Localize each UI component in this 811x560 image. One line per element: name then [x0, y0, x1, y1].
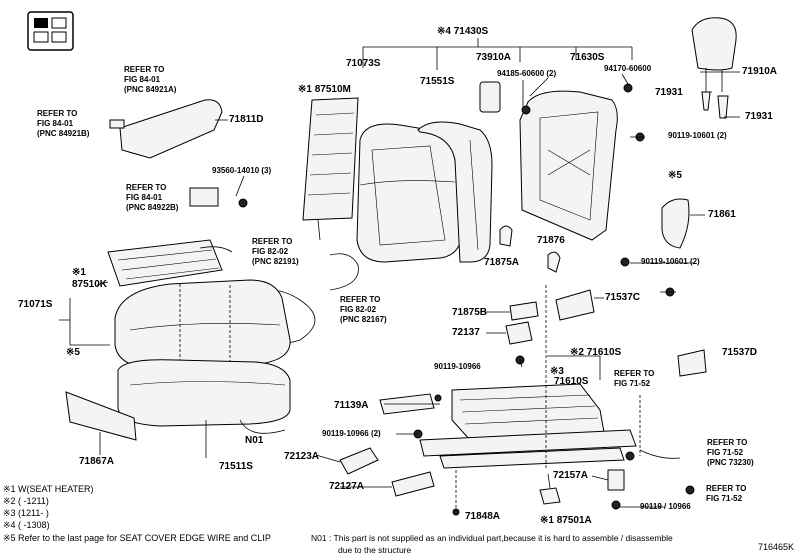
label-71610S-a: ※2 71610S: [570, 347, 622, 358]
label-N01: N01: [245, 435, 264, 446]
label-71910A: 71910A: [742, 66, 778, 77]
label-71630S: 71630S: [570, 52, 605, 63]
refer-to-84922B: REFER TO FIG 84-01 (PNC 84922B): [126, 183, 179, 212]
label-71073S: 71073S: [346, 58, 381, 69]
label-71931-a: 71931: [655, 87, 683, 98]
label-71537D: 71537D: [722, 347, 758, 358]
seatback-cover: [356, 123, 463, 263]
label-71610S-b-mark: ※3: [550, 366, 564, 377]
recliner-cover: [661, 198, 690, 249]
label-71537C: 71537C: [605, 292, 641, 303]
label-71867A: 71867A: [79, 456, 115, 467]
refer-to-84921B: REFER TO FIG 84-01 (PNC 84921B): [37, 109, 90, 138]
label-71610S-b: 71610S: [554, 376, 589, 387]
seatback-frame: [479, 81, 633, 241]
label-87510K: 87510K: [72, 279, 108, 290]
headrest: [691, 17, 737, 119]
cushion-front-panel: [65, 391, 137, 441]
label-72157A: 72157A: [553, 470, 589, 481]
refer-to-71-52-a: REFER TO FIG 71-52: [614, 369, 655, 388]
label-94185-60600: 94185-60600 (2): [497, 69, 557, 78]
footnote-3: ※3 (1211- ): [3, 508, 49, 518]
footnote-5: ※5 Refer to the last page for SEAT COVER…: [3, 533, 271, 543]
label-71511S: 71511S: [219, 461, 253, 472]
label-90119-10966-a: 90119-10966: [434, 362, 481, 371]
label-94170-60600: 94170-60600: [604, 64, 652, 73]
label-87510K-mark: ※1: [72, 267, 86, 278]
label-note5-b: ※5: [66, 347, 80, 358]
footnote-4: ※4 ( -1308): [3, 520, 50, 530]
cushion-heater: [107, 239, 233, 287]
seatback-heater: [302, 97, 359, 241]
label-71931-b: 71931: [745, 111, 773, 122]
label-71551S: 71551S: [420, 76, 455, 87]
label-71875A: 71875A: [484, 257, 520, 268]
refer-to-82167: REFER TO FIG 82-02 (PNC 82167): [340, 295, 387, 324]
footnote-1: ※1 W(SEAT HEATER): [3, 484, 94, 494]
label-73910A: 73910A: [476, 52, 512, 63]
label-90119-10601-a: 90119-10601 (2): [668, 131, 727, 140]
footnote-n01: N01 : This part is not supplied as an in…: [311, 533, 673, 543]
label-71139A: 71139A: [334, 400, 369, 411]
refer-to-73230: REFER TO FIG 71-52 (PNC 73230): [707, 438, 754, 467]
label-71848A: 71848A: [465, 511, 501, 522]
refer-to-71-52-b: REFER TO FIG 71-52: [706, 484, 747, 503]
footnote-n01-cont: due to the structure: [338, 545, 412, 555]
label-71861: 71861: [708, 209, 736, 220]
seat-position-icon: [27, 11, 74, 51]
side-shield: [109, 99, 248, 208]
label-71876: 71876: [537, 235, 565, 246]
cushion-pad: [117, 359, 291, 427]
label-93560-14010: 93560-14010 (3): [212, 166, 272, 175]
label-71875B: 71875B: [452, 307, 488, 318]
label-90119-10966-c: 90119 / 10966: [640, 502, 691, 511]
seat-track: [419, 383, 637, 469]
label-72137: 72137: [452, 327, 480, 338]
label-note5-a: ※5: [668, 170, 682, 181]
cushion-cover: [114, 279, 291, 369]
label-72123A: 72123A: [284, 451, 320, 462]
illustration-code: 716465K: [758, 542, 795, 552]
label-87510M: ※1 87510M: [298, 84, 351, 95]
label-90119-10966-b: 90119-10966 (2): [322, 429, 381, 438]
label-71071S: 71071S: [18, 299, 53, 310]
label-87501A: ※1 87501A: [540, 515, 592, 526]
label-72127A: 72127A: [329, 481, 365, 492]
footnote-2: ※2 ( -1211): [3, 496, 49, 506]
label-90119-10601-b: 90119-10601 (2): [641, 257, 700, 266]
label-71430S: ※4 71430S: [437, 26, 489, 37]
label-71811D: 71811D: [229, 114, 264, 125]
seatback-pad: [417, 121, 493, 263]
refer-to-84921A: REFER TO FIG 84-01 (PNC 84921A): [124, 65, 177, 94]
refer-to-82191: REFER TO FIG 82-02 (PNC 82191): [252, 237, 299, 266]
